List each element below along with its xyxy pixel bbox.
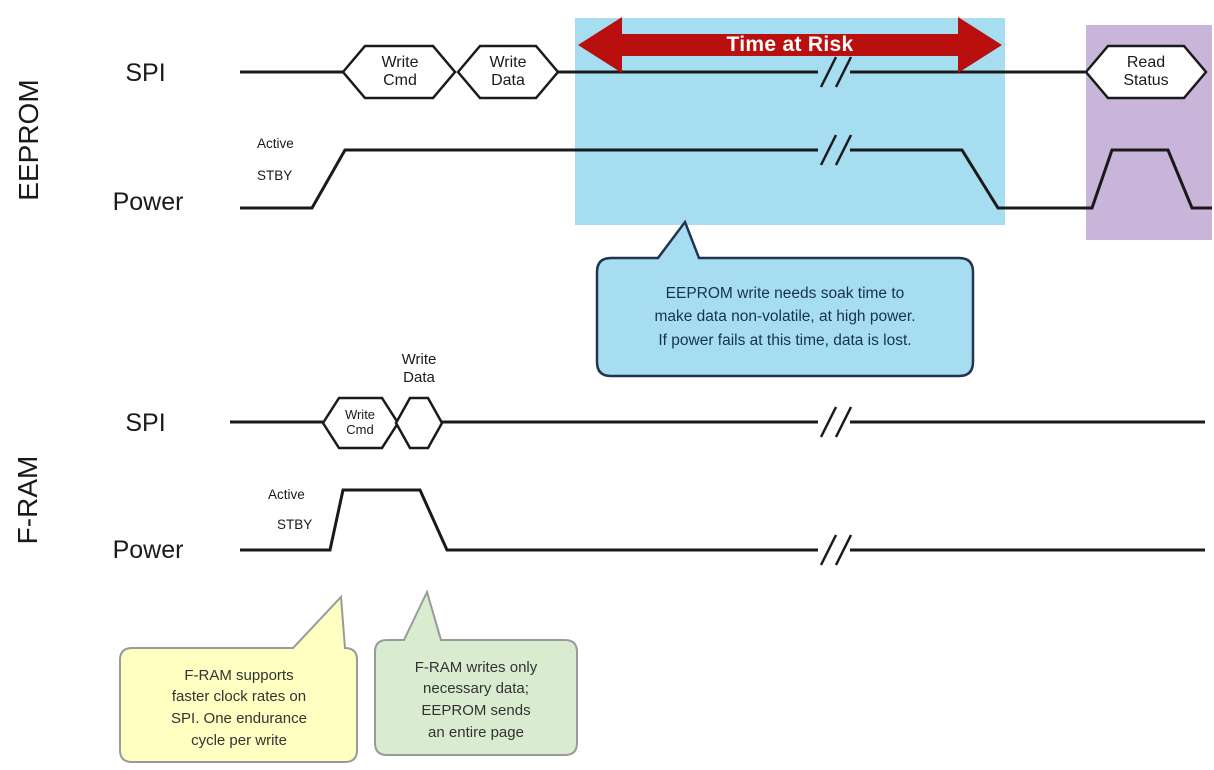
soak-callout-bubble [595, 219, 975, 378]
eeprom-soak-callout-text: EEPROM write needs soak time to make dat… [654, 285, 916, 349]
signal-lines [230, 56, 1212, 566]
eeprom-write-data-label: Write Data [489, 53, 527, 89]
line-break-marks [819, 56, 853, 566]
fram-power-line [240, 488, 1205, 552]
fram-power-label: Power [112, 535, 184, 564]
page-callout-bubble [374, 589, 578, 756]
fram-page-callout-text: F-RAM writes only necessary data; EEPROM… [414, 658, 538, 741]
eeprom-spi-label: SPI [125, 58, 166, 87]
bus-hexagons [321, 44, 1208, 450]
eeprom-power-line [240, 148, 1212, 210]
eeprom-read-status-hex [1084, 44, 1208, 100]
fram-write-data-hex [394, 396, 444, 450]
eeprom-write-data-hex [456, 44, 560, 100]
fram-section-label: F-RAM [12, 455, 43, 545]
fram-clock-callout-text: F-RAM supports faster clock rates on SPI… [171, 666, 307, 749]
fram-active-level-label: Active [268, 487, 305, 502]
eeprom-stby-level-label: STBY [257, 168, 293, 183]
eeprom-power-label: Power [112, 187, 184, 216]
eeprom-section-label: EEPROM [13, 79, 44, 201]
clock-callout-bubble [119, 594, 358, 763]
fram-write-data-label: Write Data [401, 351, 437, 386]
eeprom-write-cmd-label: Write Cmd [381, 53, 419, 89]
time-at-risk-arrow [578, 17, 1002, 73]
fram-write-cmd-label: Write Cmd [344, 407, 376, 437]
time-at-risk-label: Time at Risk [726, 33, 854, 56]
eeprom-active-level-label: Active [257, 136, 294, 151]
eeprom-write-cmd-hex [341, 44, 457, 100]
fram-spi-label: SPI [125, 408, 166, 437]
eeprom-read-status-label: Read Status [1123, 53, 1169, 89]
fram-stby-level-label: STBY [277, 517, 313, 532]
